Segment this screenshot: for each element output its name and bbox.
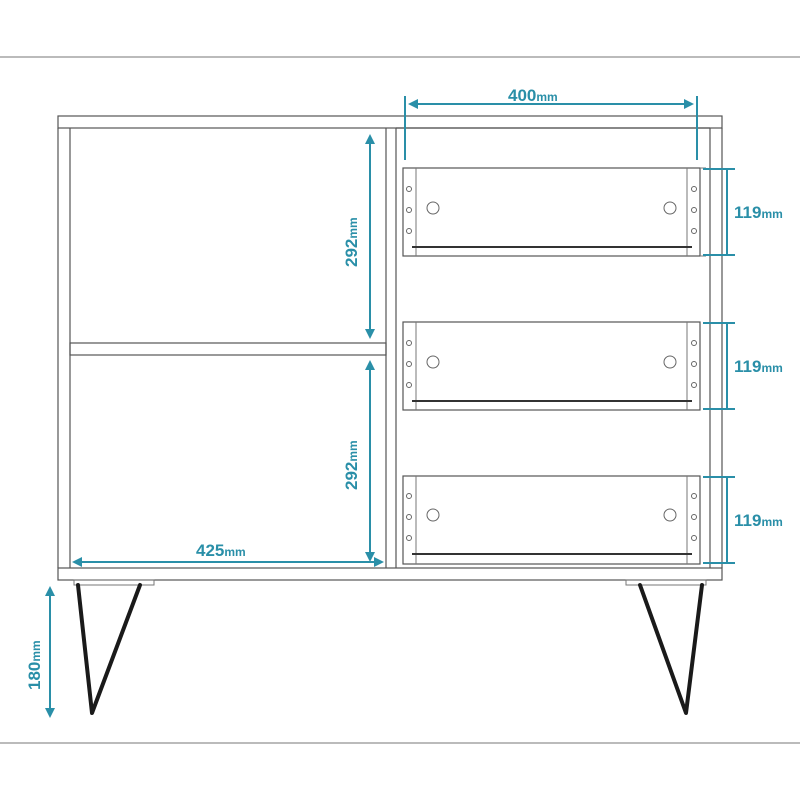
top-board — [57, 115, 723, 129]
knob-hole-left — [426, 201, 440, 215]
knob-hole-right — [663, 201, 677, 215]
knob-hole-right — [663, 355, 677, 369]
dim-drawer-3-height — [703, 476, 735, 564]
label-upper-compartment: 292mm — [342, 217, 361, 267]
knob-hole-right — [663, 508, 677, 522]
drawer-2 — [402, 321, 701, 411]
label-compartment-width: 425mm — [196, 541, 246, 560]
label-leg-height: 180mm — [25, 640, 44, 690]
drawer-3 — [402, 475, 701, 565]
knob-hole-left — [426, 355, 440, 369]
knob-hole-left — [426, 508, 440, 522]
dim-drawer-width — [404, 96, 698, 160]
cabinet-body — [57, 115, 723, 581]
label-drawer-2-height: 119mm — [734, 357, 783, 376]
shelf — [69, 342, 387, 356]
label-drawer-width: 400mm — [508, 86, 558, 105]
bottom-board — [57, 567, 723, 581]
label-drawer-3-height: 119mm — [734, 511, 783, 530]
right-hairpin-leg — [625, 579, 707, 715]
label-lower-compartment: 292mm — [342, 440, 361, 490]
drawer-1 — [402, 167, 706, 257]
dim-drawer-2-height — [703, 322, 735, 410]
left-hairpin-leg — [73, 579, 155, 715]
label-drawer-1-height: 119mm — [734, 203, 783, 222]
dim-drawer-1-height — [703, 168, 735, 256]
